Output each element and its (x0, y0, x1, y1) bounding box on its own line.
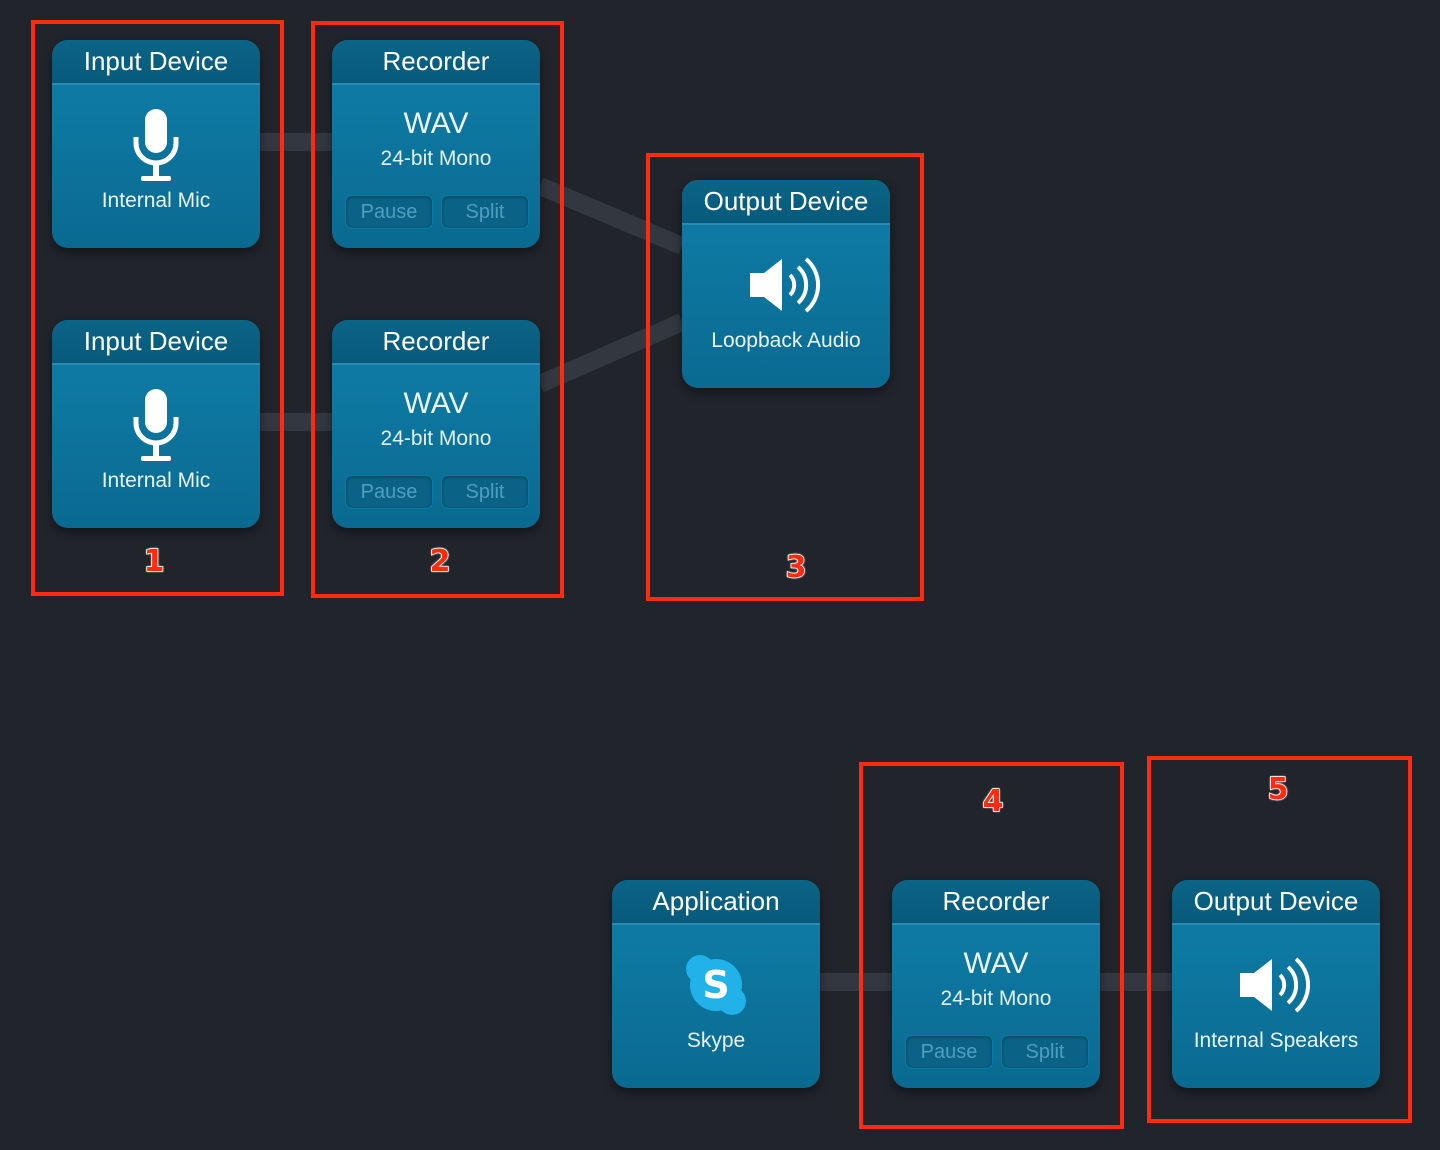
device-name: Internal Mic (101, 469, 211, 492)
microphone-icon (52, 105, 260, 185)
device-name: Internal Speakers (1193, 1029, 1359, 1052)
recorder-block[interactable]: Recorder WAV 24-bit Mono Pause Split (332, 40, 540, 248)
block-title: Application (612, 880, 820, 925)
split-button[interactable]: Split (1001, 1035, 1089, 1069)
recorder-detail: 24-bit Mono (380, 427, 492, 450)
device-name: Internal Mic (101, 189, 211, 212)
highlight-number-4: 4 (982, 783, 1004, 820)
highlight-number-1: 1 (143, 543, 165, 580)
block-title: Output Device (682, 180, 890, 225)
highlight-number-2: 2 (429, 543, 451, 580)
recorder-block[interactable]: Recorder WAV 24-bit Mono Pause Split (892, 880, 1100, 1088)
split-button[interactable]: Split (441, 475, 529, 509)
pause-button[interactable]: Pause (345, 475, 433, 509)
highlight-box-4 (859, 762, 1124, 1129)
skype-icon: S (612, 945, 820, 1025)
speaker-icon (682, 245, 890, 325)
pause-button[interactable]: Pause (905, 1035, 993, 1069)
block-title: Output Device (1172, 880, 1380, 925)
block-title: Recorder (332, 40, 540, 85)
recorder-format: WAV (403, 387, 469, 420)
output-device-block[interactable]: Output Device Internal Speakers (1172, 880, 1380, 1088)
highlight-number-5: 5 (1267, 771, 1289, 808)
highlight-box-2 (311, 21, 564, 598)
input-device-block[interactable]: Input Device Internal Mic (52, 40, 260, 248)
device-name: Skype (686, 1029, 746, 1052)
recorder-detail: 24-bit Mono (940, 987, 1052, 1010)
recorder-format: WAV (403, 107, 469, 140)
device-name: Loopback Audio (711, 329, 861, 352)
speaker-icon (1172, 945, 1380, 1025)
highlight-box-1 (31, 20, 284, 596)
block-title: Recorder (892, 880, 1100, 925)
split-button[interactable]: Split (441, 195, 529, 229)
highlight-number-3: 3 (785, 549, 807, 586)
application-block[interactable]: Application S Skype (612, 880, 820, 1088)
svg-text:S: S (702, 963, 729, 1007)
block-title: Recorder (332, 320, 540, 365)
recorder-format: WAV (963, 947, 1029, 980)
highlight-box-5 (1147, 756, 1412, 1123)
recorder-block[interactable]: Recorder WAV 24-bit Mono Pause Split (332, 320, 540, 528)
microphone-icon (52, 385, 260, 465)
block-title: Input Device (52, 40, 260, 85)
pause-button[interactable]: Pause (345, 195, 433, 229)
output-device-block[interactable]: Output Device Loopback Audio (682, 180, 890, 388)
highlight-box-3 (646, 153, 924, 601)
block-title: Input Device (52, 320, 260, 365)
recorder-detail: 24-bit Mono (380, 147, 492, 170)
input-device-block[interactable]: Input Device Internal Mic (52, 320, 260, 528)
